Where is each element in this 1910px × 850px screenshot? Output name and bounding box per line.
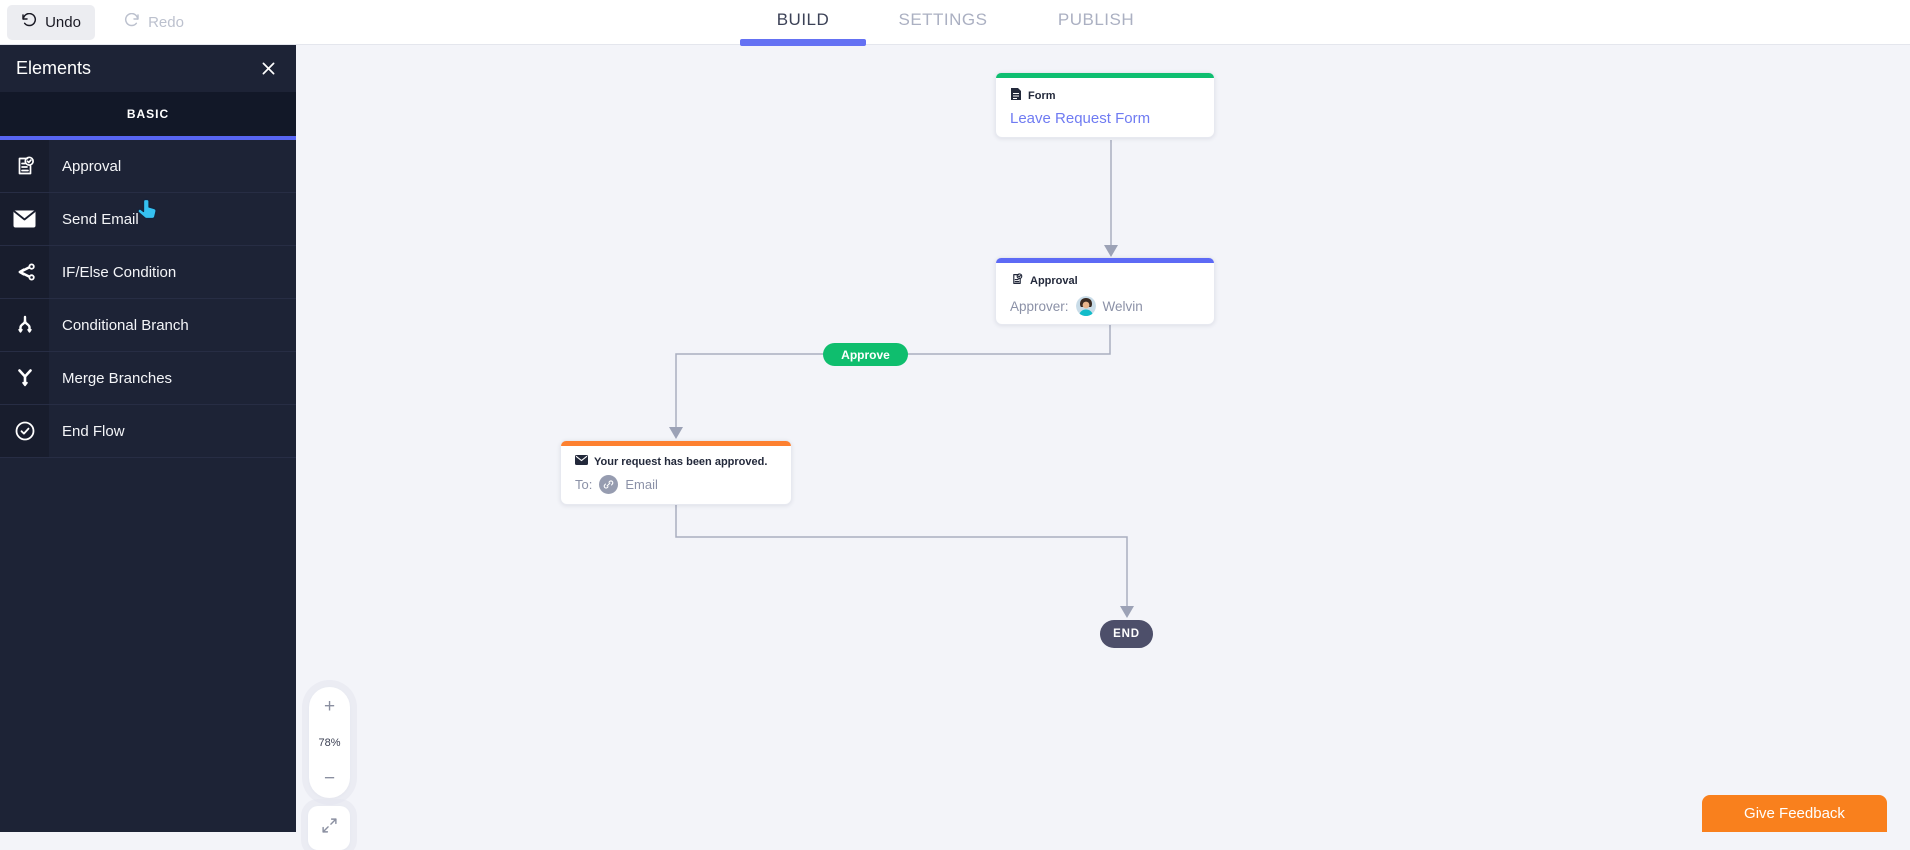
merge-branches-icon bbox=[0, 352, 49, 404]
close-icon[interactable] bbox=[256, 57, 280, 81]
sidebar-item-label: Conditional Branch bbox=[62, 316, 189, 334]
email-node-title: Your request has been approved. bbox=[594, 455, 768, 468]
approval-node-type-label: Approval bbox=[1030, 274, 1078, 287]
expand-icon bbox=[321, 817, 338, 839]
sidebar-item-label: Approval bbox=[62, 157, 122, 175]
zoom-out-button[interactable]: − bbox=[323, 768, 336, 789]
form-node-type-label: Form bbox=[1028, 89, 1056, 102]
redo-icon bbox=[124, 12, 140, 33]
flow-node-send-email[interactable]: Your request has been approved. To: Emai… bbox=[560, 440, 792, 505]
send-email-icon bbox=[0, 193, 49, 245]
sidebar-item-merge-branches[interactable]: Merge Branches bbox=[0, 352, 296, 405]
sidebar-item-label: Send Email bbox=[62, 210, 139, 228]
approver-label: Approver: bbox=[1010, 298, 1069, 314]
email-node-accent bbox=[561, 441, 791, 446]
if-else-icon bbox=[0, 246, 49, 298]
tab-publish[interactable]: PUBLISH bbox=[1032, 0, 1160, 40]
elements-panel-header: Elements bbox=[0, 45, 296, 92]
form-node-title: Leave Request Form bbox=[1010, 110, 1151, 127]
sidebar-item-label: Merge Branches bbox=[62, 369, 173, 387]
tab-settings[interactable]: SETTINGS bbox=[880, 0, 1006, 40]
approver-name: Welvin bbox=[1102, 298, 1143, 314]
undo-icon bbox=[21, 12, 37, 33]
flow-node-form[interactable]: Form Leave Request Form bbox=[995, 72, 1215, 138]
approval-icon bbox=[1010, 272, 1024, 289]
tab-publish-label: PUBLISH bbox=[1057, 10, 1135, 29]
form-node-accent bbox=[996, 73, 1214, 78]
section-header-basic: BASIC bbox=[0, 92, 296, 136]
sidebar-item-label: End Flow bbox=[62, 422, 125, 440]
approver-avatar bbox=[1075, 296, 1096, 316]
flow-node-end[interactable]: END bbox=[1100, 620, 1153, 648]
tab-settings-label: SETTINGS bbox=[898, 10, 988, 29]
sidebar-item-label: IF/Else Condition bbox=[62, 263, 177, 281]
envelope-icon bbox=[575, 455, 588, 468]
redo-label: Redo bbox=[148, 14, 184, 31]
tab-build-label: BUILD bbox=[776, 10, 830, 29]
zoom-level: 78% bbox=[318, 736, 341, 749]
sidebar-item-conditional-branch[interactable]: Conditional Branch bbox=[0, 299, 296, 352]
end-flow-icon bbox=[0, 405, 49, 457]
redo-button[interactable]: Redo bbox=[112, 5, 196, 40]
undo-label: Undo bbox=[45, 14, 81, 31]
sidebar-item-if-else-condition[interactable]: IF/Else Condition bbox=[0, 246, 296, 299]
sidebar-item-approval[interactable]: Approval bbox=[0, 140, 296, 193]
active-tab-indicator bbox=[740, 39, 866, 46]
top-toolbar: Undo Redo BUILD SETTINGS PUBLISH bbox=[0, 0, 1910, 46]
email-to-value: Email bbox=[625, 477, 658, 492]
tab-build[interactable]: BUILD bbox=[740, 0, 866, 40]
approval-icon bbox=[0, 140, 49, 192]
conditional-branch-icon bbox=[0, 299, 49, 351]
zoom-controls: + 78% − bbox=[309, 687, 350, 798]
elements-panel-title: Elements bbox=[16, 58, 92, 78]
approval-node-accent bbox=[996, 258, 1214, 263]
sidebar-item-send-email[interactable]: Send Email bbox=[0, 193, 296, 246]
edge-label-approve[interactable]: Approve bbox=[823, 343, 908, 366]
fit-to-screen-button[interactable] bbox=[308, 806, 350, 850]
form-document-icon bbox=[1010, 87, 1022, 104]
elements-panel: Elements BASIC Approval Send Email bbox=[0, 45, 296, 832]
email-to-label: To: bbox=[575, 477, 593, 492]
zoom-in-button[interactable]: + bbox=[323, 696, 336, 717]
section-accent-bar bbox=[0, 136, 296, 140]
give-feedback-button[interactable]: Give Feedback bbox=[1702, 795, 1887, 832]
flow-node-approval[interactable]: Approval Approver: Welvin bbox=[995, 257, 1215, 325]
undo-button[interactable]: Undo bbox=[7, 5, 95, 40]
link-icon bbox=[599, 475, 619, 494]
sidebar-item-end-flow[interactable]: End Flow bbox=[0, 405, 296, 458]
